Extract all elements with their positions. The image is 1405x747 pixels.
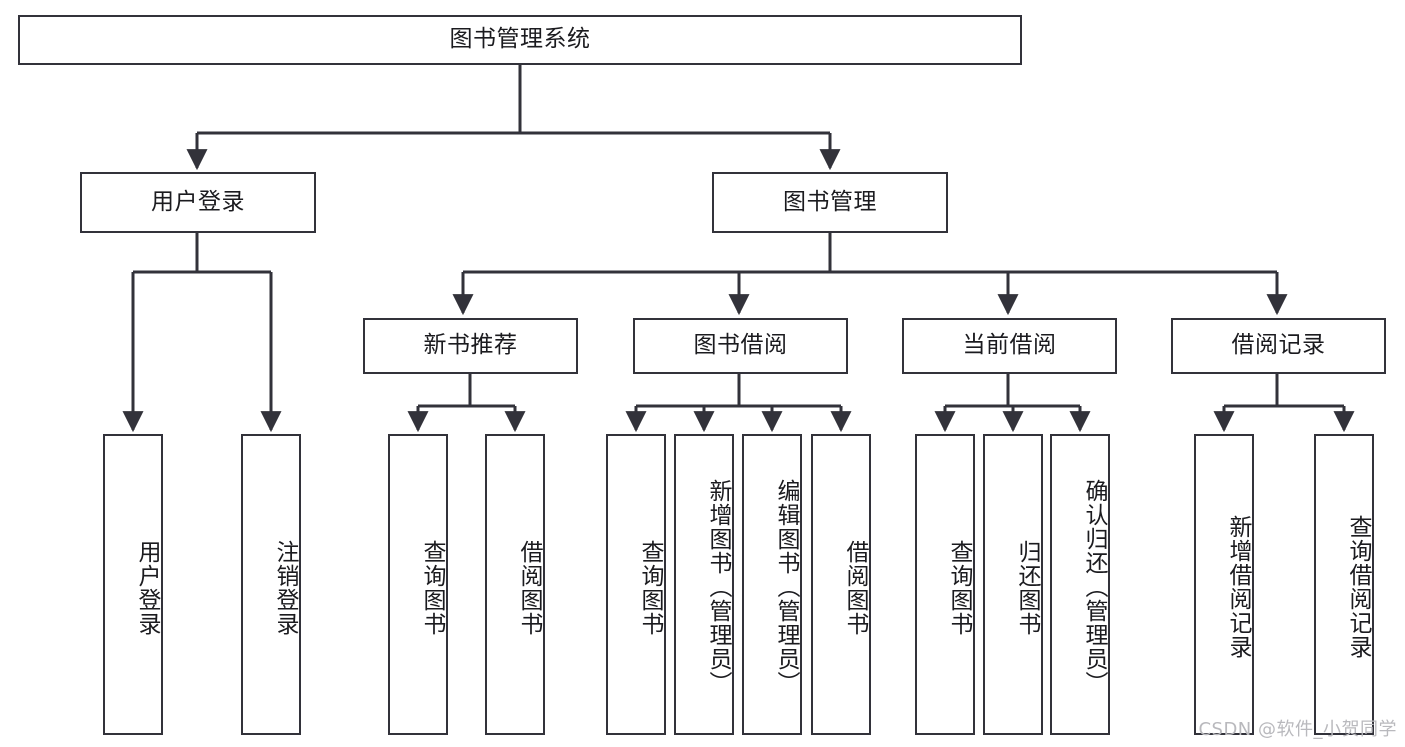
node-leaf-add-book-label: 新增图书（管理员） bbox=[705, 478, 731, 695]
node-root-label: 图书管理系统 bbox=[449, 26, 591, 53]
node-leaf-query-book-3[interactable]: 查询图书 bbox=[915, 434, 975, 735]
node-borrow-record-label: 借阅记录 bbox=[1231, 332, 1326, 359]
node-leaf-query-record[interactable]: 查询借阅记录 bbox=[1314, 434, 1374, 735]
node-leaf-borrow-book-2-label: 借阅图书 bbox=[842, 539, 868, 636]
node-leaf-add-book[interactable]: 新增图书（管理员） bbox=[674, 434, 734, 735]
node-leaf-add-record-label: 新增借阅记录 bbox=[1225, 514, 1251, 659]
node-book-borrow[interactable]: 图书借阅 bbox=[633, 318, 848, 374]
node-leaf-user-logout[interactable]: 注销登录 bbox=[241, 434, 301, 735]
node-leaf-query-book-2[interactable]: 查询图书 bbox=[606, 434, 666, 735]
node-leaf-query-book-2-label: 查询图书 bbox=[637, 539, 663, 636]
node-leaf-query-book-1-label: 查询图书 bbox=[419, 539, 445, 636]
node-book-management[interactable]: 图书管理 bbox=[712, 172, 948, 233]
node-leaf-borrow-book-1[interactable]: 借阅图书 bbox=[485, 434, 545, 735]
node-new-book-recommend-label: 新书推荐 bbox=[423, 332, 518, 359]
node-current-borrow-label: 当前借阅 bbox=[962, 332, 1057, 359]
node-book-borrow-label: 图书借阅 bbox=[693, 332, 788, 359]
node-leaf-confirm-return[interactable]: 确认归还（管理员） bbox=[1050, 434, 1110, 735]
node-new-book-recommend[interactable]: 新书推荐 bbox=[363, 318, 578, 374]
node-leaf-confirm-return-label: 确认归还（管理员） bbox=[1081, 478, 1107, 695]
node-leaf-borrow-book-2[interactable]: 借阅图书 bbox=[811, 434, 871, 735]
node-leaf-borrow-book-1-label: 借阅图书 bbox=[516, 539, 542, 636]
node-leaf-user-logout-label: 注销登录 bbox=[272, 539, 298, 636]
node-leaf-edit-book-label: 编辑图书（管理员） bbox=[773, 478, 799, 695]
node-leaf-user-login[interactable]: 用户登录 bbox=[103, 434, 163, 735]
node-leaf-edit-book[interactable]: 编辑图书（管理员） bbox=[742, 434, 802, 735]
node-user-login-label: 用户登录 bbox=[151, 188, 245, 215]
csdn-watermark: CSDN @软件_小贺同学 bbox=[1198, 719, 1397, 740]
node-leaf-query-record-label: 查询借阅记录 bbox=[1345, 514, 1371, 659]
node-leaf-return-book-label: 归还图书 bbox=[1014, 539, 1040, 636]
node-root[interactable]: 图书管理系统 bbox=[18, 15, 1022, 65]
node-leaf-return-book[interactable]: 归还图书 bbox=[983, 434, 1043, 735]
node-leaf-query-book-1[interactable]: 查询图书 bbox=[388, 434, 448, 735]
node-leaf-add-record[interactable]: 新增借阅记录 bbox=[1194, 434, 1254, 735]
node-current-borrow[interactable]: 当前借阅 bbox=[902, 318, 1117, 374]
node-leaf-user-login-label: 用户登录 bbox=[134, 539, 160, 636]
node-user-login[interactable]: 用户登录 bbox=[80, 172, 316, 233]
node-book-management-label: 图书管理 bbox=[783, 188, 877, 215]
node-leaf-query-book-3-label: 查询图书 bbox=[946, 539, 972, 636]
node-borrow-record[interactable]: 借阅记录 bbox=[1171, 318, 1386, 374]
